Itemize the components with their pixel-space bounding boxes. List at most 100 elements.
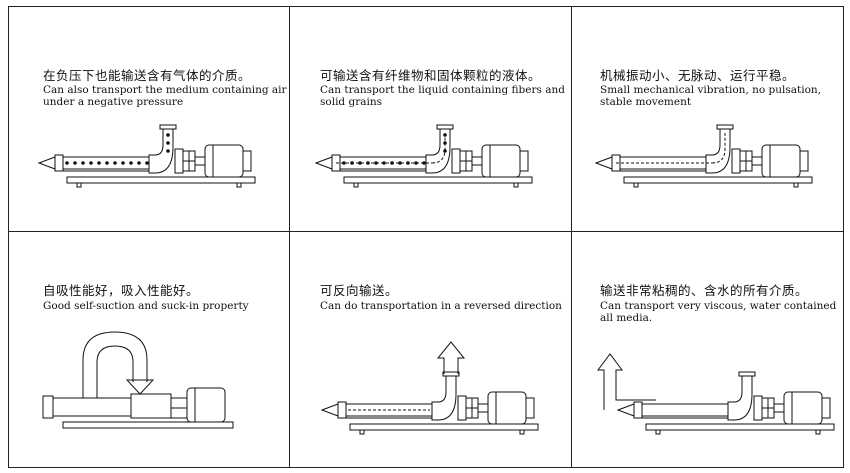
medium-particle: [167, 134, 170, 137]
drive-shaft: [752, 157, 762, 165]
suction-arrow: [127, 380, 153, 394]
medium-particle: [74, 162, 77, 165]
base-foot: [634, 183, 638, 187]
coupling-guard: [732, 149, 740, 173]
pump-diagram: [314, 117, 544, 197]
base-frame: [646, 424, 834, 430]
base-foot: [520, 430, 524, 434]
grid-divider-vertical-1: [289, 7, 290, 467]
motor-body: [784, 392, 822, 424]
panel-title-zh: 可反向输送。: [320, 283, 399, 298]
motor-body: [762, 145, 800, 177]
base-foot: [514, 183, 518, 187]
base-foot: [656, 430, 660, 434]
medium-particle: [359, 162, 362, 165]
panel-title-zh: 在负压下也能输送含有气体的介质。: [43, 68, 252, 83]
inlet-flange: [160, 125, 176, 129]
panel-self-suction: 自吸性能好，吸入性能好。 Good self-suction and suck-…: [9, 232, 289, 467]
feature-grid: 在负压下也能输送含有气体的介质。 Can also transport the …: [8, 6, 844, 468]
suction-housing: [131, 394, 171, 418]
medium-particle: [146, 162, 149, 165]
base-foot: [77, 183, 81, 187]
medium-particle: [122, 162, 125, 165]
motor-body: [482, 145, 520, 177]
outlet-flange: [55, 155, 63, 171]
outlet-nozzle: [322, 404, 338, 416]
motor-body: [488, 392, 526, 424]
grid-divider-horizontal: [9, 231, 843, 232]
motor-end-cap: [822, 398, 830, 418]
pump-diagram: [596, 350, 826, 435]
medium-particle: [98, 162, 101, 165]
outlet-nozzle: [316, 157, 332, 169]
panel-caption-en: Can transport the liquid containing fibe…: [320, 84, 565, 108]
panel-title-zh: 可输送含有纤维物和固体颗粒的液体。: [320, 68, 542, 83]
outlet-nozzle: [596, 157, 612, 169]
suction-housing: [728, 376, 752, 420]
medium-particle: [106, 162, 109, 165]
base-foot: [794, 183, 798, 187]
inlet-flange: [443, 372, 459, 376]
suction-housing: [432, 376, 456, 420]
inlet-flange: [717, 125, 733, 129]
coupling-guard: [175, 149, 183, 173]
base-frame: [63, 422, 233, 428]
medium-particle: [138, 162, 141, 165]
pump-diagram: [43, 332, 273, 447]
flow-line: [432, 133, 445, 163]
motor-end-cap: [526, 398, 534, 418]
grid-divider-vertical-2: [571, 7, 572, 467]
drive-shaft: [195, 157, 205, 165]
outlet-flange: [338, 402, 346, 418]
panel-title-zh: 机械振动小、无脉动、运行平稳。: [600, 68, 796, 83]
base-frame: [344, 177, 532, 183]
panel-fiber-grains: 可输送含有纤维物和固体颗粒的液体。 Can transport the liqu…: [290, 7, 571, 231]
suction-housing: [706, 129, 730, 173]
coupling-guard: [754, 396, 762, 420]
drive-shaft: [774, 404, 784, 412]
base-foot: [816, 430, 820, 434]
panel-caption-en: Can also transport the medium containing…: [43, 84, 287, 108]
drive-shaft: [472, 157, 482, 165]
suction-loop-pipe: [83, 332, 147, 398]
panel-title-zh: 输送非常粘稠的、含水的所有介质。: [600, 283, 809, 298]
panel-title-zh: 自吸性能好，吸入性能好。: [43, 283, 200, 298]
base-foot: [237, 183, 241, 187]
inlet-flange: [437, 125, 453, 129]
base-frame: [67, 177, 255, 183]
coupling-guard: [458, 396, 466, 420]
inlet-flange: [739, 372, 755, 376]
medium-particle: [90, 162, 93, 165]
motor-end-cap: [520, 151, 528, 171]
medium-particle: [114, 162, 117, 165]
reverse-flow-arrow: [438, 342, 464, 374]
outlet-nozzle: [39, 157, 55, 169]
base-foot: [360, 430, 364, 434]
pump-diagram: [320, 350, 550, 435]
outlet-flange: [43, 396, 53, 418]
motor-body: [205, 145, 243, 177]
stator-barrel: [642, 404, 728, 416]
panel-caption-en: Good self-suction and suck-in property: [43, 300, 249, 312]
panel-caption-en: Can do transportation in a reversed dire…: [320, 300, 562, 312]
panel-stable-movement: 机械振动小、无脉动、运行平稳。 Small mechanical vibrati…: [572, 7, 843, 231]
base-foot: [354, 183, 358, 187]
medium-particle: [130, 162, 133, 165]
drive-shaft: [478, 404, 488, 412]
outlet-flange: [634, 402, 642, 418]
coupling-guard: [452, 149, 460, 173]
medium-particle: [167, 150, 170, 153]
panel-caption-en: Small mechanical vibration, no pulsation…: [600, 84, 822, 108]
viscous-flow-arrow: [598, 354, 656, 410]
medium-particle: [82, 162, 85, 165]
pump-diagram: [594, 117, 824, 197]
base-frame: [350, 424, 538, 430]
pump-diagram: [37, 117, 267, 197]
base-frame: [624, 177, 812, 183]
panel-viscous-media: 输送非常粘稠的、含水的所有介质。 Can transport very visc…: [572, 232, 843, 467]
panel-reverse-direction: 可反向输送。 Can do transportation in a revers…: [290, 232, 571, 467]
motor-body: [187, 388, 225, 422]
medium-particle: [66, 162, 69, 165]
motor-end-cap: [800, 151, 808, 171]
stator-barrel: [53, 398, 131, 416]
